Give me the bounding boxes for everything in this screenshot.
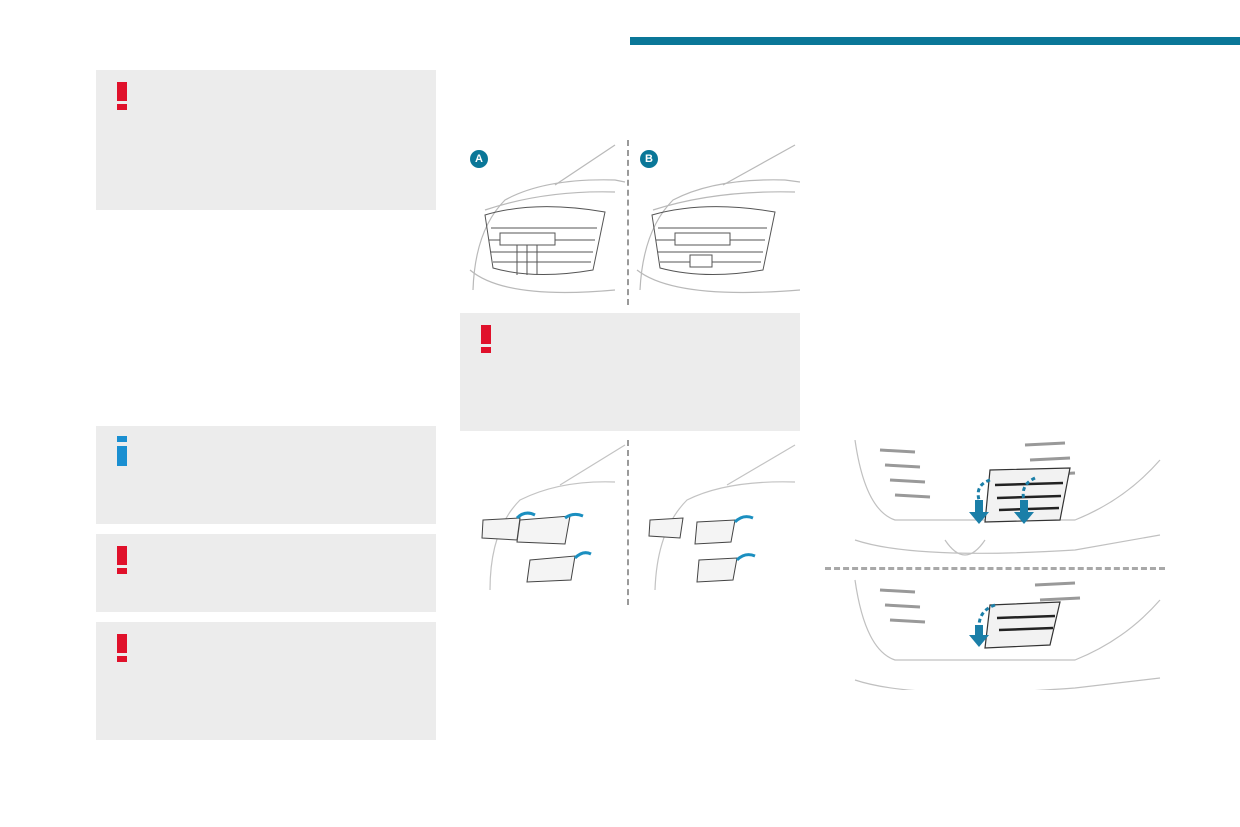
warning-note-box xyxy=(96,622,436,740)
section-header-bar xyxy=(630,37,1240,45)
warning-note-box xyxy=(96,70,436,210)
grille-detail-illustration xyxy=(825,440,1165,690)
info-note-box xyxy=(96,426,436,524)
warning-note-box xyxy=(96,534,436,612)
grille-versions-illustration: A B xyxy=(465,140,800,305)
warning-note-box xyxy=(460,313,800,431)
divider-dashed xyxy=(825,567,1165,570)
info-icon xyxy=(117,436,127,466)
exclamation-icon xyxy=(481,325,491,353)
exclamation-icon xyxy=(117,634,127,662)
grille-panels-removal-illustration xyxy=(465,440,800,605)
exclamation-icon xyxy=(117,82,127,110)
divider-dashed xyxy=(627,440,629,605)
version-a-badge: A xyxy=(470,150,488,168)
version-b-badge: B xyxy=(640,150,658,168)
divider-dashed xyxy=(627,140,629,305)
exclamation-icon xyxy=(117,546,127,574)
